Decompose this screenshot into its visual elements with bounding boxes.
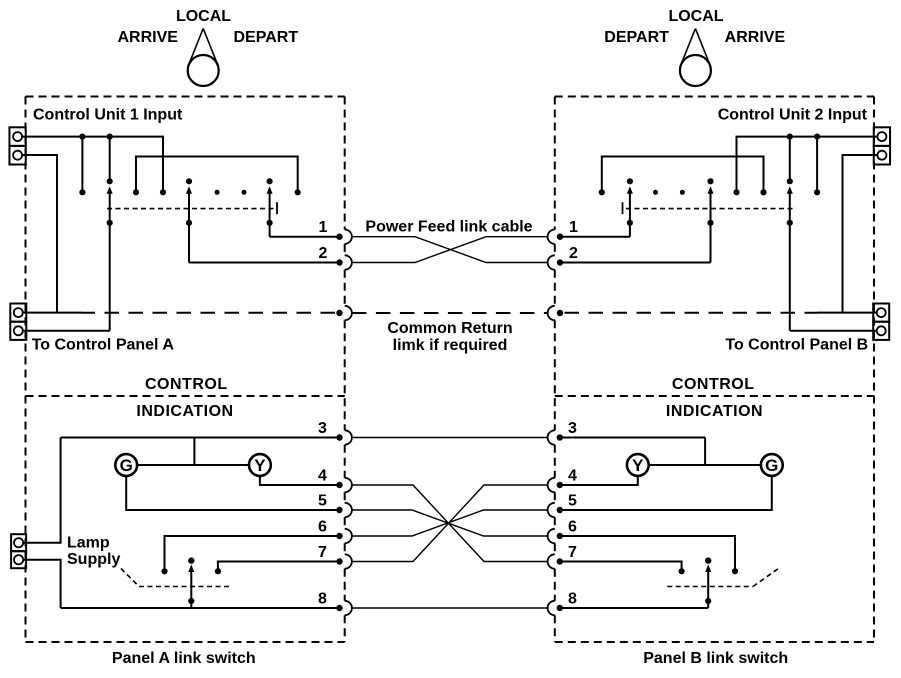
svg-text:2: 2 [569,245,578,262]
svg-text:5: 5 [318,493,327,510]
svg-text:INDICATION: INDICATION [136,403,233,420]
svg-text:Control Unit 1 Input: Control Unit 1 Input [33,107,183,124]
svg-text:G: G [765,456,778,475]
svg-text:6: 6 [568,519,577,536]
svg-text:1: 1 [319,219,328,236]
svg-text:2: 2 [319,245,328,262]
svg-text:6: 6 [318,519,327,536]
svg-text:ARRIVE: ARRIVE [725,29,786,46]
svg-text:CONTROL: CONTROL [672,376,755,393]
svg-text:7: 7 [568,544,577,561]
svg-text:3: 3 [318,420,327,437]
svg-text:5: 5 [568,493,577,510]
svg-text:G: G [120,456,133,475]
svg-text:INDICATION: INDICATION [666,403,763,420]
svg-text:4: 4 [318,468,327,485]
svg-text:Y: Y [254,456,266,475]
svg-text:CONTROL: CONTROL [145,376,228,393]
svg-text:3: 3 [568,420,577,437]
svg-text:1: 1 [569,219,578,236]
svg-text:DEPART: DEPART [604,29,669,46]
svg-text:8: 8 [568,591,577,608]
svg-text:8: 8 [318,591,327,608]
svg-text:7: 7 [318,544,327,561]
svg-text:To Control Panel B: To Control Panel B [725,337,868,354]
svg-text:DEPART: DEPART [234,29,299,46]
svg-text:Y: Y [632,456,644,475]
svg-text:Control Unit 2 Input: Control Unit 2 Input [718,107,868,124]
svg-text:limk if required: limk if required [393,337,508,354]
svg-text:ARRIVE: ARRIVE [117,29,178,46]
svg-text:To Control Panel A: To Control Panel A [32,337,175,354]
svg-text:Lamp: Lamp [67,535,110,552]
svg-text:LOCAL: LOCAL [176,8,231,25]
svg-text:Supply: Supply [67,551,120,568]
svg-text:LOCAL: LOCAL [668,8,723,25]
svg-text:Power Feed link cable: Power Feed link cable [365,219,532,236]
svg-text:Panel A link switch: Panel A link switch [112,650,256,667]
svg-text:Panel B link switch: Panel B link switch [643,650,788,667]
svg-text:Common Return: Common Return [387,320,512,337]
svg-text:4: 4 [568,468,577,485]
